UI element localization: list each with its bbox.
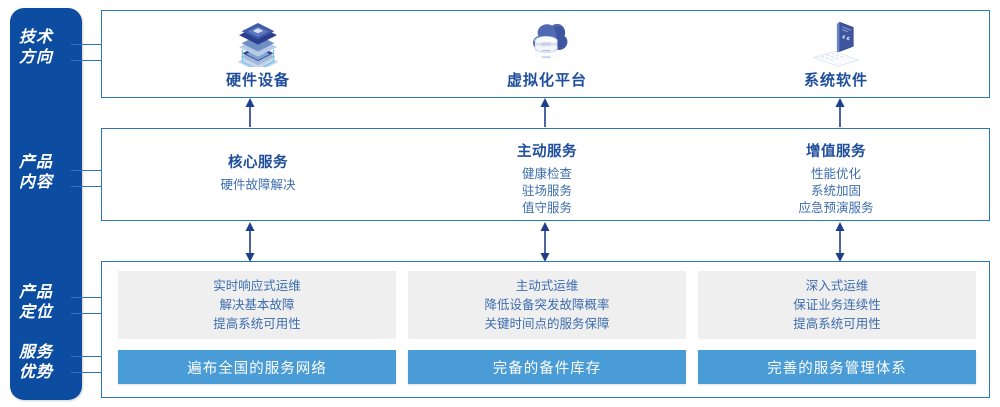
sidebar-label-line1: 技术: [18, 29, 53, 46]
product-item: 应急预演服务: [798, 201, 874, 215]
connector-line: [71, 186, 102, 187]
advantage-bar[interactable]: 完善的服务管理体系: [698, 350, 976, 384]
product-item: 硬件故障解决: [220, 178, 296, 192]
arrow-up-icon: [540, 98, 550, 127]
product-title: 增值服务: [806, 144, 866, 160]
sidebar-item-tech-direction[interactable]: 技术 方向: [0, 28, 72, 68]
product-item: 性能优化: [810, 167, 861, 181]
product-item: 值守服务: [521, 201, 572, 215]
sidebar-label-line2: 方向: [18, 49, 53, 66]
advantage-bar[interactable]: 遍布全国的服务网络: [118, 350, 396, 384]
position-card-line: 实时响应式运维: [213, 278, 301, 293]
advantage-bar[interactable]: 完备的备件库存: [408, 350, 686, 384]
arrow-up-icon: [245, 98, 255, 127]
position-card[interactable]: 实时响应式运维 解决基本故障 提高系统可用性: [118, 271, 396, 339]
product-title: 主动服务: [517, 144, 577, 160]
product-item: 健康检查: [521, 167, 572, 181]
tech-title: 虚拟化平台: [506, 72, 587, 89]
product-column-proactive-service[interactable]: 主动服务 健康检查 驻场服务 值守服务: [399, 129, 695, 222]
connector-line: [71, 356, 102, 357]
product-column-core-service[interactable]: 核心服务 硬件故障解决: [110, 129, 406, 222]
position-card-line: 关键时间点的服务保障: [484, 316, 610, 331]
product-position-panel: 实时响应式运维 解决基本故障 提高系统可用性 主动式运维 降低设备突发故障概率 …: [101, 261, 990, 398]
connector-line: [71, 60, 102, 61]
tech-title: 系统软件: [803, 72, 868, 89]
connector-line: [71, 313, 102, 314]
arrow-updown-icon: [540, 222, 550, 262]
sidebar-label-line1: 服务: [18, 344, 53, 361]
position-card-line: 保证业务连续性: [793, 297, 881, 312]
position-card-line: 主动式运维: [515, 278, 579, 293]
cloud-database-icon: [533, 23, 568, 60]
product-column-value-added-service[interactable]: 增值服务 性能优化 系统加固 应急预演服务: [688, 129, 984, 222]
position-card-line: 降低设备突发故障概率: [484, 297, 610, 312]
sidebar-label-line2: 定位: [18, 304, 53, 321]
position-card-line: 深入式运维: [805, 278, 869, 293]
sidebar-item-product-position[interactable]: 产品 定位: [0, 283, 72, 323]
tech-column-hardware[interactable]: 硬件设备: [110, 17, 406, 97]
product-title: 核心服务: [228, 155, 288, 171]
position-card[interactable]: 主动式运维 降低设备突发故障概率 关键时间点的服务保障: [408, 271, 686, 339]
sidebar-label-line2: 内容: [18, 174, 53, 191]
arrow-updown-icon: [835, 222, 845, 262]
arrow-up-icon: [835, 98, 845, 127]
sidebar-label-line2: 优势: [18, 364, 53, 381]
tech-title: 硬件设备: [225, 72, 290, 89]
arrow-updown-icon: [245, 222, 255, 262]
position-card-line: 解决基本故障: [219, 297, 295, 312]
connector-line: [71, 44, 102, 45]
sidebar-label-line1: 产品: [18, 284, 53, 301]
position-card[interactable]: 深入式运维 保证业务连续性 提高系统可用性: [698, 271, 976, 339]
server-stack-icon: [237, 23, 279, 67]
connector-line: [71, 170, 102, 171]
position-card-line: 提高系统可用性: [793, 316, 881, 331]
connector-line: [71, 297, 102, 298]
position-card-line: 提高系统可用性: [213, 316, 301, 331]
product-item: 驻场服务: [521, 184, 572, 198]
product-item: 系统加固: [810, 184, 861, 198]
sidebar-label-line1: 产品: [18, 154, 53, 171]
sidebar-panel: [10, 8, 82, 400]
laptop-code-icon: [812, 21, 860, 67]
product-content-panel: 核心服务 硬件故障解决 主动服务 健康检查 驻场服务 值守服务 增值服务 性能优…: [101, 128, 990, 221]
sidebar-item-product-content[interactable]: 产品 内容: [0, 153, 72, 193]
tech-column-system-software[interactable]: 系统软件: [688, 17, 984, 97]
tech-direction-panel: 硬件设备 虚拟化平台: [101, 10, 990, 98]
connector-line: [71, 372, 102, 373]
tech-column-virtualization[interactable]: 虚拟化平台: [399, 17, 695, 97]
sidebar-item-service-advantage[interactable]: 服务 优势: [0, 343, 72, 383]
